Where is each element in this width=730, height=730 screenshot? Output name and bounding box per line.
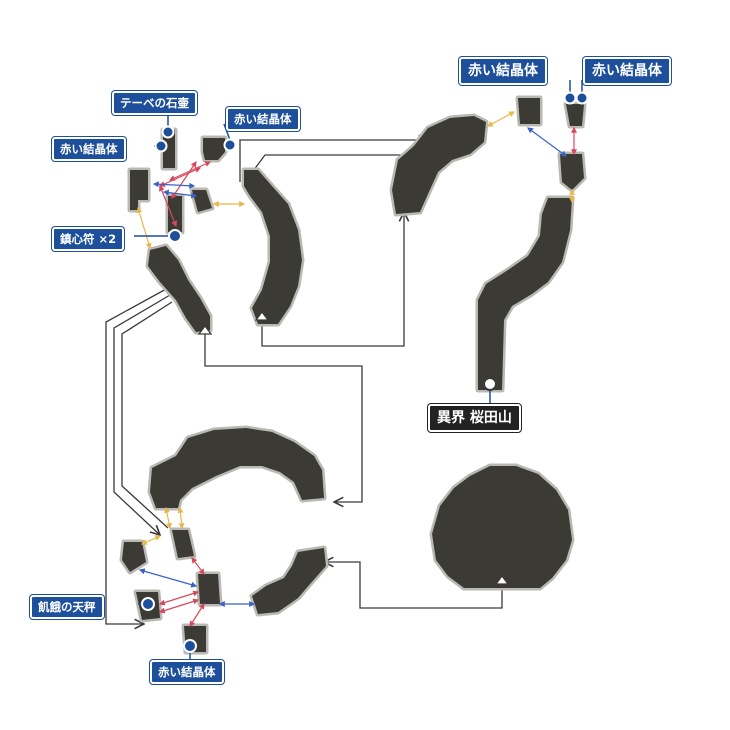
label-hunger-scale: 飢餓の天秤 [30, 595, 104, 619]
floor-ne-small-b [563, 101, 587, 129]
connector-left-a [105, 287, 169, 624]
floor-crescent-top [241, 167, 305, 327]
floor-ne-stair [557, 151, 587, 193]
floor-ne-big [389, 113, 489, 217]
label-red-crystal-nw-left: 赤い結晶体 [52, 137, 126, 161]
warp-yellow-1 [136, 206, 152, 250]
warp-yellow-6 [177, 506, 185, 530]
arrow-up-ramp [197, 324, 213, 335]
warp-yellow-5 [163, 506, 173, 530]
entry-arrows [197, 310, 510, 585]
pin-hunger-scale [141, 597, 155, 611]
arrow-up-crescent [254, 310, 270, 321]
floor-nw-ramp [145, 243, 213, 335]
connector-mid [261, 212, 404, 347]
warp-red-8 [158, 598, 200, 614]
floor-nw-left [127, 167, 151, 213]
warp-red-9 [189, 602, 205, 628]
label-red-crystal-ne-1: 赤い結晶体 [459, 57, 547, 85]
warp-yellow-7 [140, 535, 162, 545]
marker-dots [141, 91, 589, 653]
pin-red-crystal-south [183, 639, 197, 653]
floor-nw-top [200, 135, 228, 163]
connector-round [324, 562, 503, 609]
connector-right-loop [204, 328, 363, 502]
pin-tepe-stone [161, 125, 175, 139]
label-red-crystal-ne-2: 赤い結晶体 [583, 57, 671, 85]
label-red-crystal-south: 赤い結晶体 [150, 660, 224, 684]
floor-ne-path [475, 195, 575, 393]
warp-blue-4 [138, 568, 198, 588]
warp-red-6 [191, 557, 205, 575]
label-red-crystal-nw-right: 赤い結晶体 [226, 107, 300, 131]
floor-nw-center [165, 193, 185, 235]
warp-blue-1 [152, 181, 196, 189]
floor-se-curve [249, 545, 329, 617]
floor-nw-small [189, 187, 215, 215]
warp-lines [136, 111, 577, 628]
warp-yellow-3 [486, 111, 516, 127]
warp-red-1 [158, 167, 202, 187]
pin-talisman [168, 229, 182, 243]
pin-location-start [483, 377, 497, 391]
floor-lower-arc [147, 425, 327, 511]
label-talisman: 鎮心符 ×2 [52, 227, 125, 251]
pin-red-crystal-nw-left [154, 139, 168, 153]
warp-blue-3 [527, 127, 567, 157]
floor-ne-small-a [515, 95, 543, 127]
warp-red-4 [158, 184, 178, 228]
pin-red-crystal-ne-1 [563, 91, 577, 105]
floor-round-room [429, 463, 575, 591]
connector-left-b [113, 294, 171, 535]
connector-left-c [121, 301, 173, 529]
pin-red-crystal-nw-right [223, 138, 237, 152]
map-floors [119, 95, 587, 655]
connector-top-1 [239, 140, 428, 182]
label-tepe-stone: テーベの石壷 [112, 91, 197, 115]
arrow-up-round [494, 574, 510, 585]
floor-sw-c [195, 571, 223, 607]
pin-red-crystal-ne-2 [575, 91, 589, 105]
label-location-name: 異界 桜田山 [428, 404, 521, 432]
warp-blue-2 [162, 189, 198, 199]
floor-sw-b [169, 527, 197, 561]
floor-sw-a [119, 539, 149, 575]
